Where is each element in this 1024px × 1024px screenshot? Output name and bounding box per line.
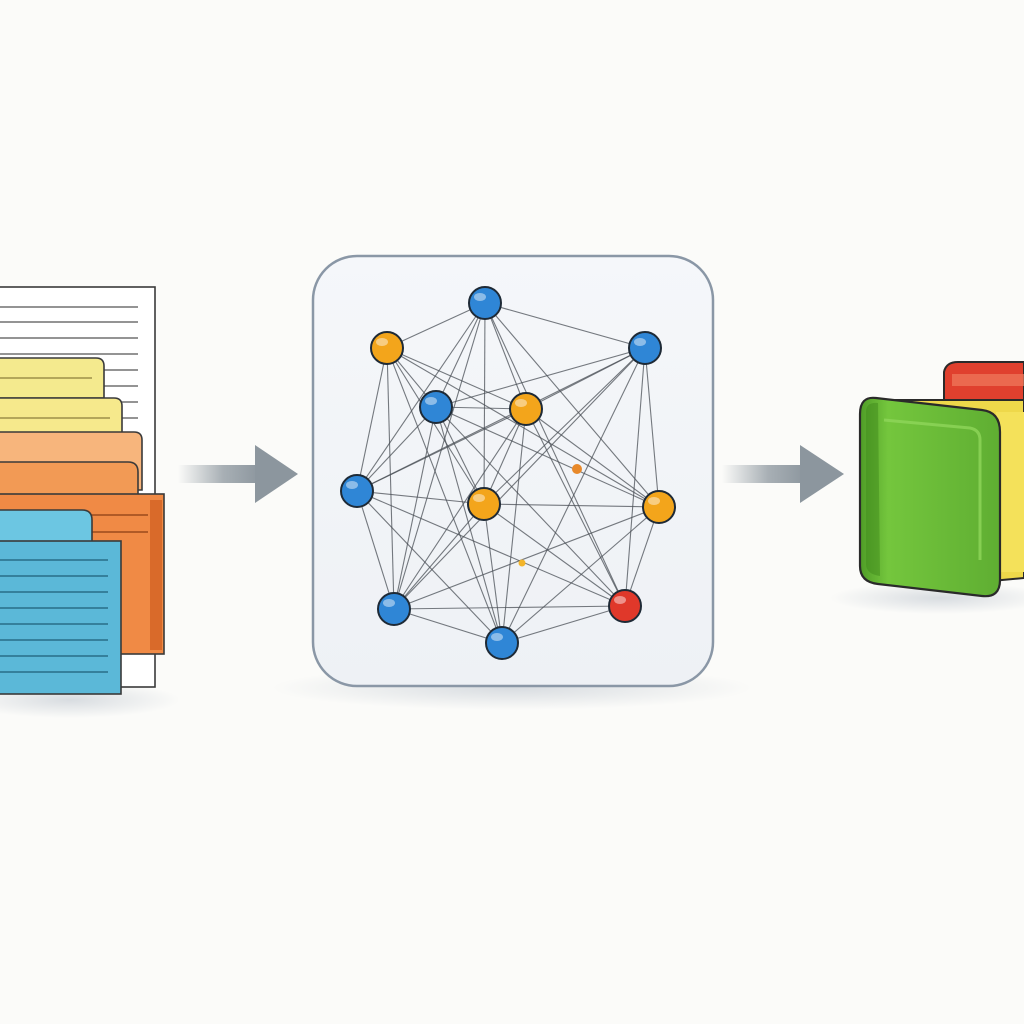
network-edge [484, 302, 626, 607]
network-node-red [608, 589, 642, 623]
network-edge [483, 503, 660, 508]
network-node-blue [485, 626, 519, 660]
arrow-head [800, 445, 844, 503]
network-edge [525, 408, 626, 607]
network-edge [435, 302, 486, 408]
network-edge [483, 503, 503, 644]
network-node-orange [467, 487, 501, 521]
arrow-shaft [178, 465, 260, 483]
network-node-orange [370, 331, 404, 365]
network-edge [624, 347, 646, 607]
network-edge [483, 408, 527, 505]
network-edge [356, 408, 527, 492]
network-edge [356, 490, 626, 607]
network-edge [386, 347, 395, 610]
folder-stack-icon [830, 361, 1024, 614]
document-orange-tab [0, 461, 139, 501]
network-edge [484, 302, 660, 508]
network-edge [644, 347, 660, 508]
network-edge [393, 408, 527, 610]
arrow-network-to-folders [722, 445, 844, 503]
network-edge [483, 503, 626, 607]
document-blue [0, 540, 122, 695]
network-edge [624, 506, 660, 607]
network-edge [484, 302, 646, 349]
network-node-blue [628, 331, 662, 365]
network-edge [435, 347, 646, 408]
network-edge [386, 347, 485, 505]
network-edge [501, 347, 646, 644]
document-yellow-top [0, 357, 105, 399]
network-node-blue [340, 474, 374, 508]
network-edge [483, 302, 486, 505]
network-edge [435, 406, 626, 607]
arrow-documents-to-network [178, 445, 298, 503]
network-edge [393, 406, 437, 610]
network-small-node [518, 559, 526, 567]
folder-green [858, 396, 1002, 598]
network-edge [483, 347, 646, 505]
network-edge [386, 347, 660, 508]
network-edge [435, 406, 660, 508]
network-edge [393, 347, 646, 610]
network-edge [393, 302, 486, 610]
network-node-blue [377, 592, 411, 626]
network-edge [435, 406, 503, 644]
network-edge [386, 347, 527, 410]
network-node-blue [419, 390, 453, 424]
network-small-node [572, 464, 582, 474]
network-node-orange [642, 490, 676, 524]
network-edge [393, 608, 503, 644]
network-edge [356, 347, 388, 492]
network-edge [393, 506, 660, 610]
document-blue-tab [0, 509, 93, 546]
arrow-head [255, 445, 298, 503]
network-node-orange [509, 392, 543, 426]
network-graph-icon [340, 286, 676, 660]
network-edge [386, 347, 503, 644]
document-yellow [0, 397, 123, 437]
network-edge [356, 490, 485, 505]
network-edge [501, 506, 660, 644]
document-stack-icon [0, 286, 180, 718]
network-edge [356, 490, 395, 610]
network-edge [393, 605, 626, 610]
network-edge [356, 406, 437, 492]
arrow-shaft [722, 465, 806, 483]
network-edges [356, 302, 660, 644]
network-edge [393, 503, 485, 610]
network-panel [272, 254, 752, 710]
network-edge [501, 605, 626, 644]
network-edge [525, 408, 660, 508]
network-node-blue [468, 286, 502, 320]
network-edge [356, 302, 486, 492]
network-edge [386, 302, 486, 349]
network-edge [435, 406, 485, 505]
network-edge [484, 302, 527, 410]
